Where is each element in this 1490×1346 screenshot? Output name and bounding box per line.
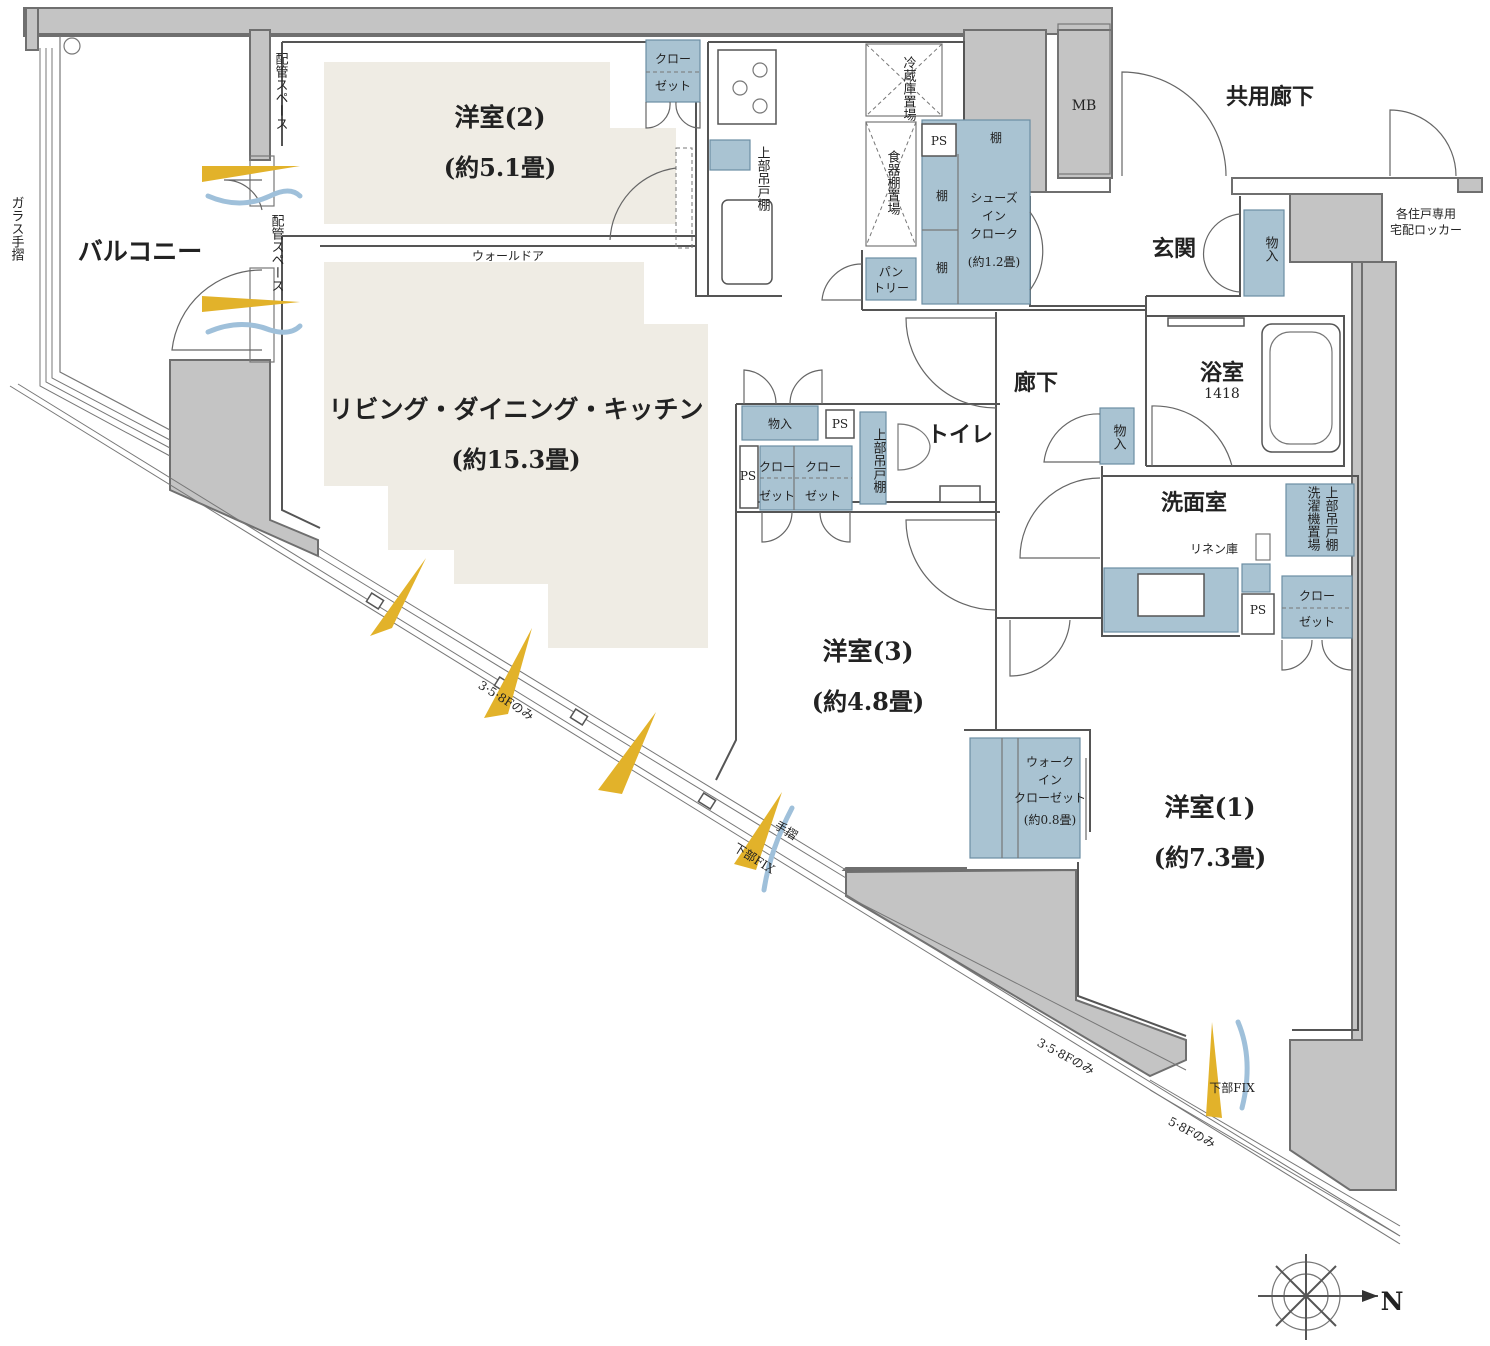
burner-icon	[732, 80, 748, 96]
bathtub	[1261, 323, 1341, 453]
wind-icon	[1235, 1019, 1250, 1111]
wind-icon	[205, 188, 303, 206]
upper-cabinet-toilet-label: 上部吊戸棚	[871, 428, 887, 493]
shoes-in-cloak-label: クローク	[970, 227, 1018, 241]
pipe-space-label-small: 配管スペース	[269, 214, 285, 292]
shelf-label: 棚	[936, 188, 948, 203]
linen-label: リネン庫	[1190, 542, 1238, 556]
bath-size: 1418	[1204, 386, 1240, 402]
dish-shelf-space	[865, 121, 917, 247]
closet-label: ゼット	[1299, 615, 1335, 629]
storage-label-vertical: 物入	[1263, 236, 1279, 262]
doors	[609, 71, 1457, 840]
room-area-western-2: (約5.1畳)	[444, 153, 556, 182]
delivery-locker-label: 宅配ロッカー	[1390, 222, 1462, 237]
closet-label: ゼット	[655, 79, 691, 93]
diagonal-facade	[9, 383, 1401, 1245]
walk-in-closet-area: (約0.8畳)	[1024, 812, 1076, 827]
room-name-western-1: 洋室(1)	[1164, 793, 1255, 822]
western-room-2-floor	[324, 62, 676, 224]
ps-label: PS	[1250, 603, 1266, 617]
light-wind-indicators	[202, 166, 1250, 1118]
room-name-ldk: リビング・ダイニング・キッチン	[328, 395, 703, 424]
delivery-locker-label: 各住戸専用	[1396, 206, 1456, 221]
closet-label: クロー	[655, 52, 691, 66]
room-area-ldk: (約15.3畳)	[451, 445, 580, 474]
storage-label-vertical: 物入	[1111, 424, 1127, 450]
toilet-bowl	[897, 423, 931, 471]
common-corridor-label: 共用廊下	[1226, 84, 1314, 110]
washer-upper-label: 上部吊戸棚	[1323, 486, 1339, 551]
wind-icon	[205, 321, 303, 335]
shoes-in-cloak-area: (約1.2畳)	[968, 254, 1020, 269]
dish-shelf-label: 食器棚置場	[885, 149, 901, 215]
hallway-label: 廊下	[1014, 370, 1058, 396]
fixtures	[675, 23, 1341, 561]
walk-in-closet-label: クローゼット	[1014, 791, 1086, 805]
sunlight-icon	[202, 296, 300, 312]
shoes-in-cloak-label: シューズ	[970, 190, 1017, 205]
sunlight-icon	[202, 166, 300, 182]
entrance-label: 玄関	[1152, 236, 1196, 262]
ps-label: PS	[832, 417, 848, 431]
north-label: N	[1381, 1287, 1404, 1316]
sunlight-icon	[734, 792, 782, 870]
pantry-label: トリー	[873, 281, 909, 295]
room-area-western-1: (約7.3畳)	[1154, 843, 1266, 872]
burner-icon	[752, 98, 768, 114]
floor-note-label: 5·8Fのみ	[1166, 1114, 1218, 1151]
storage-label: 物入	[768, 417, 792, 431]
shelf-label: 棚	[936, 260, 948, 275]
storage-blocks	[645, 39, 1355, 859]
washroom-label: 洗面室	[1161, 490, 1227, 516]
fridge-space	[865, 43, 943, 117]
shoes-in-cloak-label: イン	[982, 209, 1006, 223]
closet-label: ゼット	[805, 489, 841, 503]
closet-label: クロー	[759, 460, 795, 474]
walk-in-closet-label: イン	[1038, 773, 1062, 787]
compass-icon	[1258, 1254, 1378, 1340]
sunlight-icon	[1206, 1022, 1222, 1118]
room-name-western-3: 洋室(3)	[822, 637, 913, 666]
closet-label: ゼット	[759, 489, 795, 503]
burner-icon	[752, 62, 768, 78]
pantry-label: パン	[879, 265, 904, 279]
ps-label: PS	[740, 469, 756, 483]
room-area-western-3: (約4.8畳)	[812, 687, 924, 716]
glass-rail-label: ガラス手摺	[9, 196, 25, 261]
mb-label: MB	[1072, 98, 1097, 114]
pipe-space-label: 配管スペース	[273, 52, 289, 130]
sunlight-icon	[598, 712, 656, 794]
wind-icon	[761, 805, 795, 893]
washer-label: 洗濯機置場	[1305, 486, 1321, 551]
walk-in-closet-label: ウォーク	[1026, 755, 1074, 769]
sunlight-icon	[370, 558, 426, 636]
closet-label: クロー	[1299, 589, 1335, 603]
shelf-label: 棚	[990, 130, 1002, 145]
toilet-label: トイレ	[927, 422, 993, 448]
upper-cabinet-label: 上部吊戸棚	[755, 146, 771, 211]
ldk-floor	[324, 262, 708, 648]
room-name-western-2: 洋室(2)	[454, 103, 545, 132]
fix-lower-label: 下部FIX	[1209, 1080, 1255, 1095]
closet-label: クロー	[805, 460, 841, 474]
floor-note-label: 3·5·8Fのみ	[1035, 1036, 1097, 1078]
balcony	[39, 36, 275, 457]
sink	[721, 199, 773, 285]
sunlight-icon	[484, 628, 532, 718]
ps-label: PS	[931, 134, 947, 148]
balcony-label: バルコニー	[78, 237, 203, 266]
wall-door-label: ウォールドア	[472, 249, 544, 263]
fridge-space-label: 冷蔵庫置場	[901, 56, 917, 121]
bath-label: 浴室	[1200, 360, 1244, 386]
